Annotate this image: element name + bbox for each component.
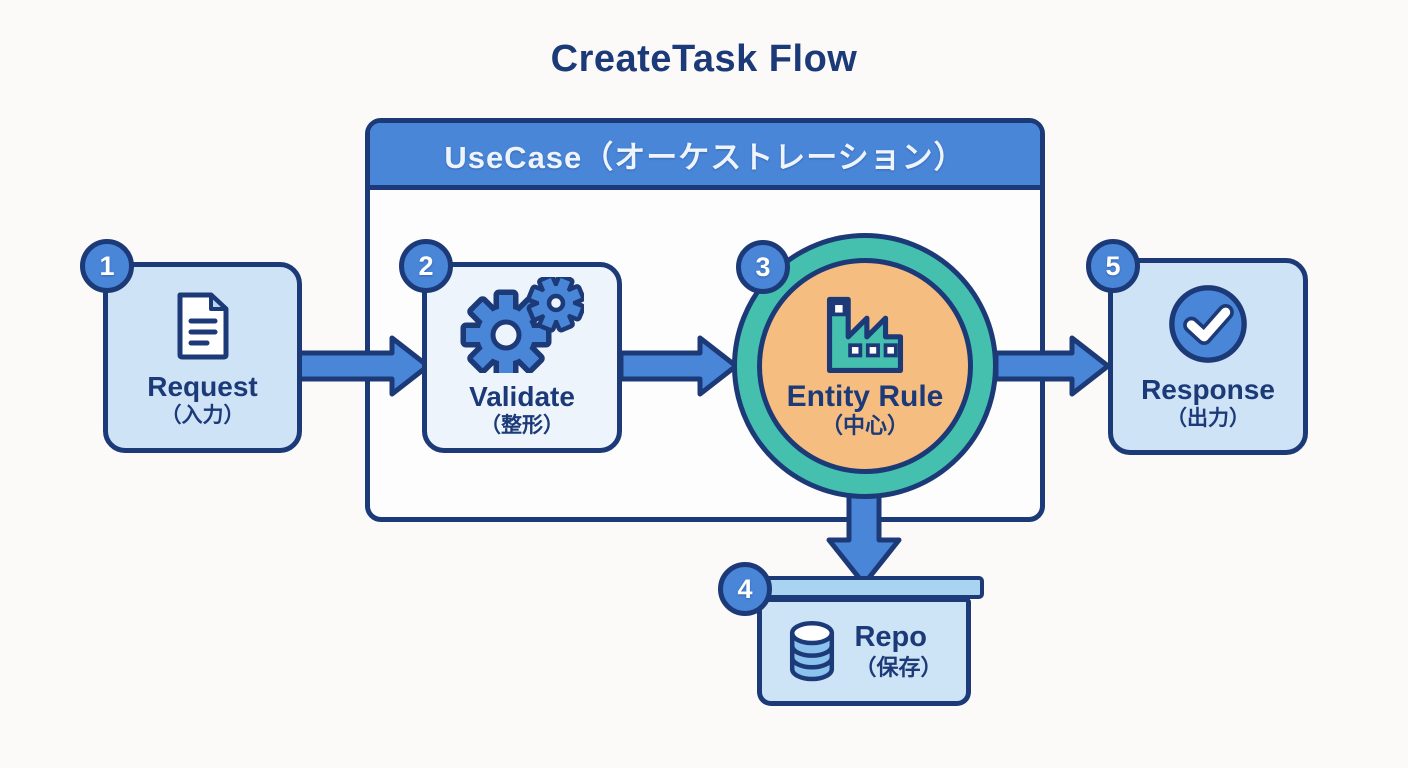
database-icon: [785, 620, 839, 684]
page-title: CreateTask Flow: [550, 38, 858, 80]
step-badge-5: 5: [1086, 239, 1140, 293]
node-validate-sublabel: （整形）: [480, 414, 564, 437]
node-repo: Repo （保存）: [757, 598, 971, 706]
node-response-label: Response: [1141, 373, 1275, 405]
node-repo-sublabel: （保存）: [854, 654, 943, 680]
node-repo-lid: [744, 576, 984, 599]
node-validate-label: Validate: [469, 380, 575, 412]
node-request-sublabel: （入力）: [160, 404, 245, 427]
usecase-header: UseCase（オーケストレーション）: [370, 123, 1040, 190]
factory-icon: [818, 292, 912, 376]
node-repo-label: Repo: [854, 620, 927, 653]
node-request: Request （入力）: [103, 262, 302, 453]
node-entity: Entity Rule （中心）: [757, 258, 973, 474]
step-badge-4: 4: [718, 562, 772, 616]
check-icon: [1166, 282, 1250, 366]
node-request-label: Request: [147, 370, 258, 402]
step-badge-1: 1: [80, 239, 134, 293]
node-entity-label: Entity Rule: [786, 380, 944, 414]
node-validate: Validate （整形）: [422, 262, 622, 453]
document-icon: [171, 287, 235, 363]
node-response: Response （出力）: [1108, 258, 1308, 455]
gears-icon: [460, 277, 584, 373]
node-response-sublabel: （出力）: [1166, 407, 1250, 430]
step-badge-2: 2: [399, 239, 453, 293]
step-badge-3: 3: [736, 240, 790, 294]
node-entity-sublabel: （中心）: [820, 413, 909, 439]
